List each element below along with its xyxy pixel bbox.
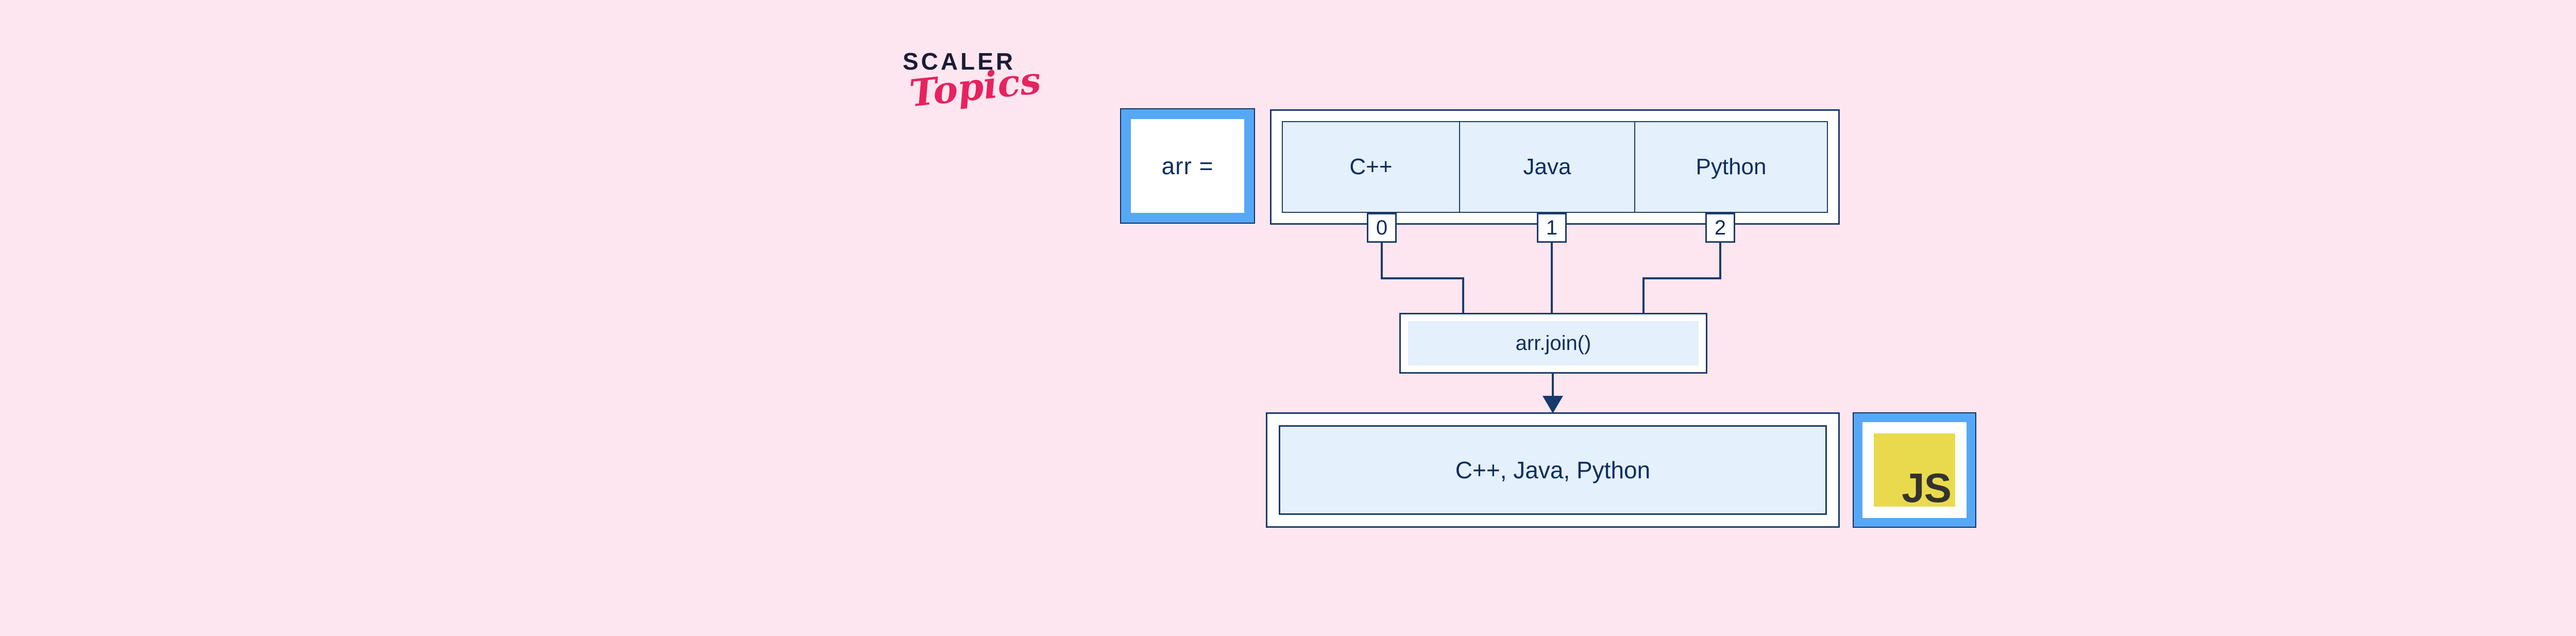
javascript-badge: JS [1853, 412, 1976, 528]
javascript-logo-icon: JS [1874, 433, 1955, 511]
array-container: C++ Java Python [1270, 109, 1840, 225]
array-index-1: 1 [1537, 213, 1567, 243]
logo-scaler-text: SCALER [903, 48, 1016, 75]
result-box: C++, Java, Python [1266, 412, 1840, 528]
variable-label-text: arr = [1131, 119, 1244, 213]
array-index-0: 0 [1367, 213, 1397, 243]
javascript-badge-inset: JS [1862, 422, 1967, 518]
array-index-2: 2 [1705, 213, 1735, 243]
array-cell-1: Java [1460, 122, 1635, 212]
scaler-topics-logo: SCALER Topics [903, 48, 1043, 153]
join-operation-box: arr.join() [1399, 313, 1707, 374]
array-cell-2: Python [1635, 122, 1827, 212]
array-cell-0: C++ [1283, 122, 1460, 212]
array-row: C++ Java Python [1282, 121, 1828, 213]
javascript-badge-label: JS [1902, 465, 1952, 511]
result-text: C++, Java, Python [1279, 425, 1827, 515]
variable-label-box: arr = [1120, 108, 1255, 224]
join-operation-label: arr.join() [1408, 321, 1699, 365]
